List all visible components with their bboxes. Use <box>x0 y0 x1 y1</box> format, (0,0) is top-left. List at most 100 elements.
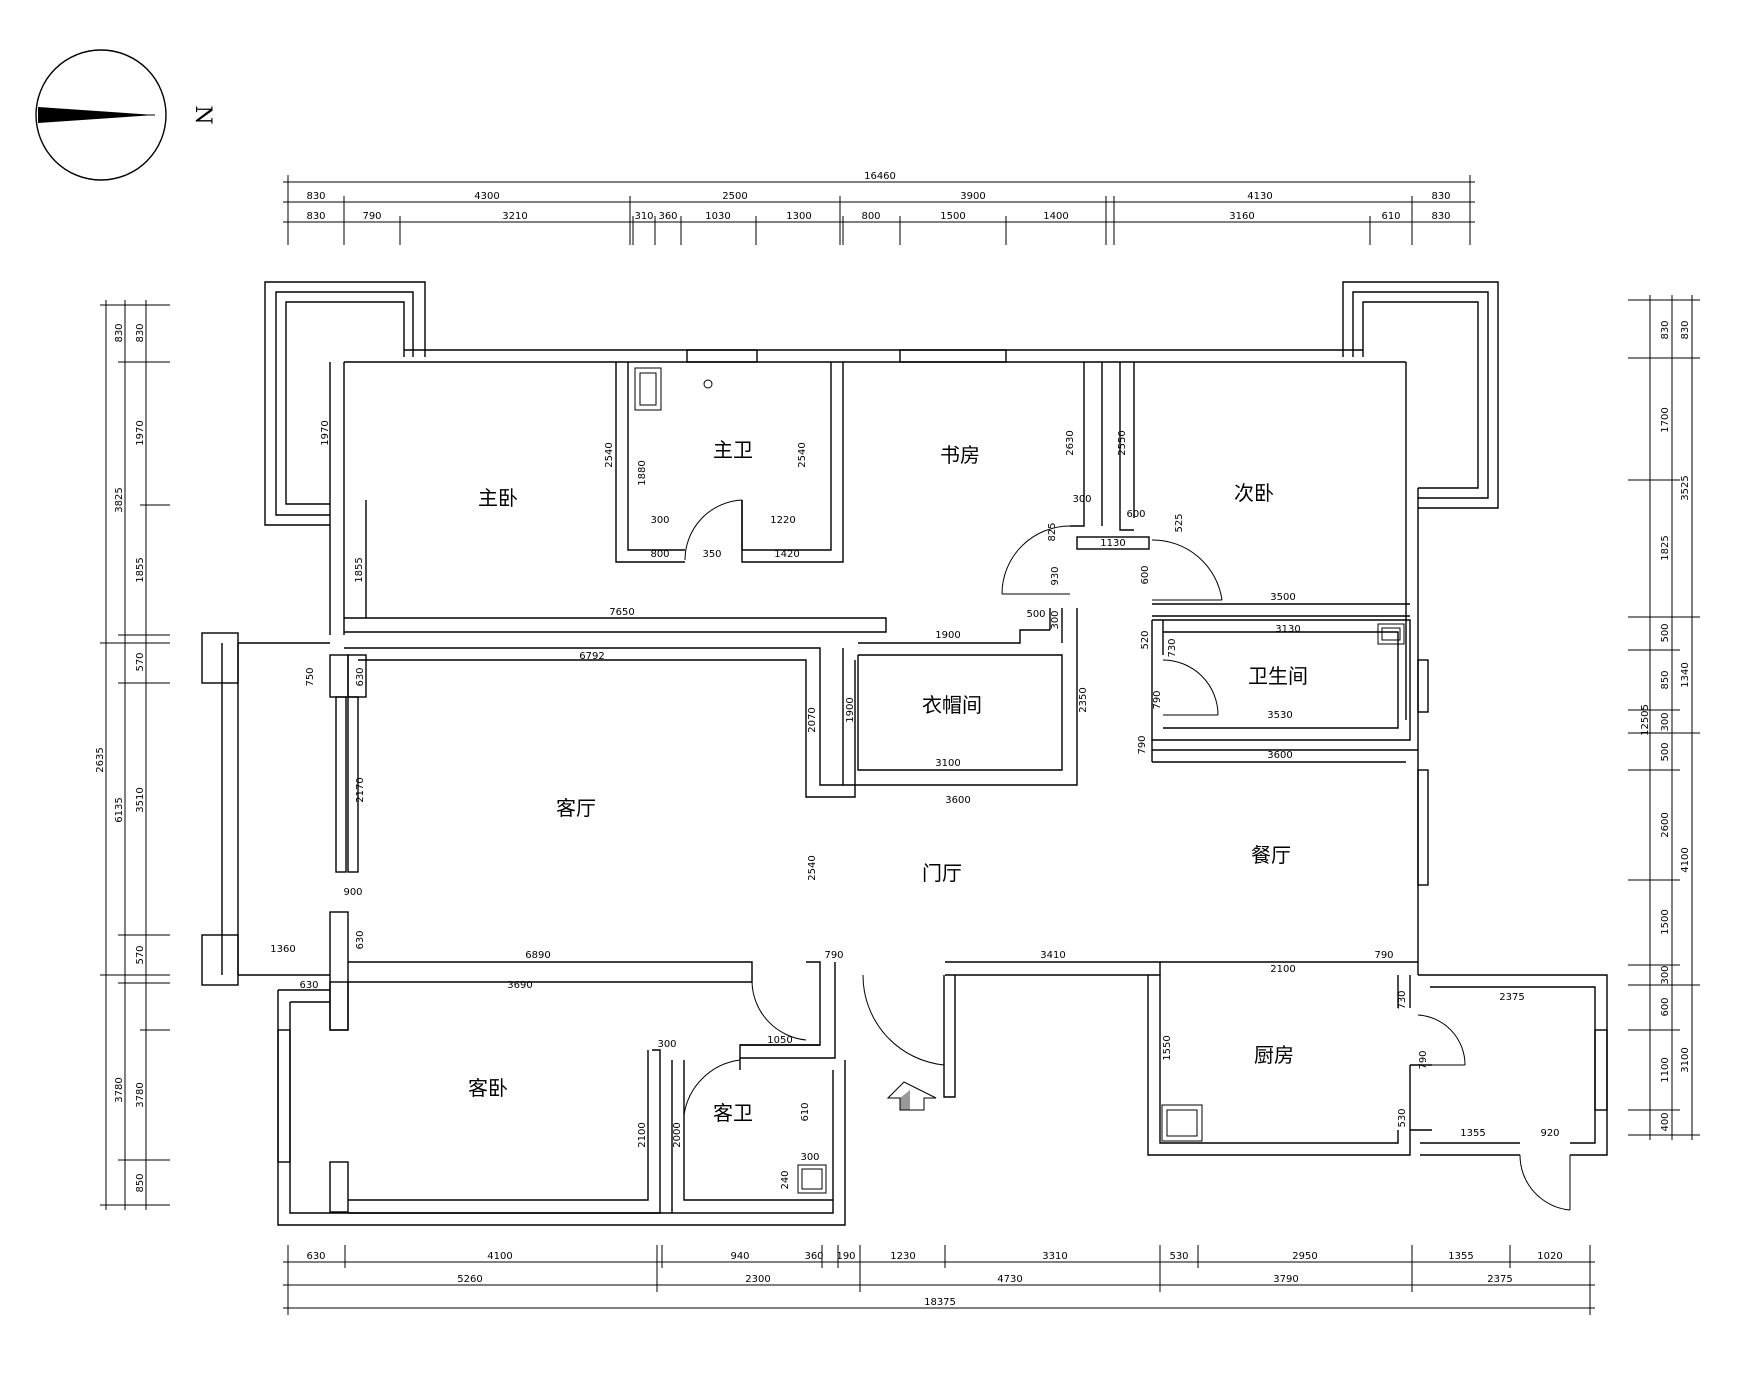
window-guest-bedroom <box>277 1029 291 1163</box>
svg-text:1500: 1500 <box>1660 909 1671 934</box>
svg-text:2540: 2540 <box>807 855 818 880</box>
svg-text:3410: 3410 <box>1040 950 1065 961</box>
svg-text:570: 570 <box>135 945 146 964</box>
svg-text:4300: 4300 <box>474 191 499 202</box>
svg-text:790: 790 <box>1137 735 1148 754</box>
svg-text:830: 830 <box>306 191 325 202</box>
svg-text:1900: 1900 <box>935 630 960 641</box>
svg-text:3780: 3780 <box>114 1077 125 1102</box>
door-study <box>1001 525 1071 595</box>
svg-text:350: 350 <box>702 549 721 560</box>
room-label-kitchen: 厨房 <box>1254 1043 1294 1067</box>
svg-text:240: 240 <box>780 1170 791 1189</box>
door-guest-bedroom <box>751 981 807 1041</box>
svg-text:5260: 5260 <box>457 1274 482 1285</box>
bay-post-bottom <box>201 934 239 986</box>
walls <box>201 281 1608 1226</box>
svg-text:2170: 2170 <box>355 777 366 802</box>
room-label-living-room: 客厅 <box>556 796 596 820</box>
svg-text:3825: 3825 <box>114 487 125 512</box>
svg-text:3210: 3210 <box>502 211 527 222</box>
svg-text:2100: 2100 <box>1270 964 1295 975</box>
svg-text:2350: 2350 <box>1078 687 1089 712</box>
svg-text:940: 940 <box>730 1251 749 1262</box>
svg-text:1360: 1360 <box>270 944 295 955</box>
room-label-foyer: 门厅 <box>922 861 962 885</box>
svg-text:630: 630 <box>306 1251 325 1262</box>
svg-text:630: 630 <box>355 667 366 686</box>
svg-text:1020: 1020 <box>1537 1251 1562 1262</box>
svg-text:1880: 1880 <box>637 460 648 485</box>
svg-text:2375: 2375 <box>1487 1274 1512 1285</box>
svg-text:830: 830 <box>114 323 125 342</box>
svg-text:2000: 2000 <box>672 1122 683 1147</box>
svg-text:2630: 2630 <box>1065 430 1076 455</box>
bottom-dimensions: 630 4100 940 360 190 1230 3310 530 2950 … <box>283 1245 1595 1315</box>
toilet-bathroom <box>1377 623 1405 645</box>
svg-text:3900: 3900 <box>960 191 985 202</box>
svg-text:360: 360 <box>658 211 677 222</box>
svg-text:2100: 2100 <box>637 1122 648 1147</box>
room-labels: 主卧 主卫 书房 次卧 衣帽间 卫生间 客厅 门厅 餐厅 客卧 客卫 厨房 <box>468 438 1308 1125</box>
svg-text:2550: 2550 <box>1117 430 1128 455</box>
room-label-study: 书房 <box>940 443 980 467</box>
svg-text:300: 300 <box>800 1152 819 1163</box>
door-second-bedroom <box>1151 539 1223 601</box>
right-dimensions: 830 1700 1825 500 850 300 500 2600 1500 … <box>1628 295 1700 1140</box>
bay-window-top-left <box>264 281 426 526</box>
svg-text:300: 300 <box>1072 494 1091 505</box>
svg-text:300: 300 <box>650 515 669 526</box>
door-entrance <box>862 974 945 1066</box>
svg-text:830: 830 <box>1660 320 1671 339</box>
svg-text:3600: 3600 <box>1267 750 1292 761</box>
svg-text:1355: 1355 <box>1448 1251 1473 1262</box>
room-label-master-bedroom: 主卧 <box>478 486 518 510</box>
interior-dimensions: 1970 1855 7650 2540 1880 2540 300 1220 8… <box>270 420 1559 1189</box>
doors <box>683 499 1571 1211</box>
toilet-guest-bath <box>797 1164 827 1194</box>
window-dining <box>1417 769 1429 886</box>
room-label-master-bath: 主卫 <box>713 438 753 462</box>
svg-text:930: 930 <box>1050 566 1061 585</box>
door-master-bath <box>684 499 743 561</box>
svg-text:1500: 1500 <box>940 211 965 222</box>
svg-text:310: 310 <box>634 211 653 222</box>
svg-text:4130: 4130 <box>1247 191 1272 202</box>
svg-text:500: 500 <box>1660 742 1671 761</box>
svg-text:1700: 1700 <box>1660 407 1671 432</box>
svg-text:520: 520 <box>1140 630 1151 649</box>
svg-text:1220: 1220 <box>770 515 795 526</box>
svg-text:360: 360 <box>804 1251 823 1262</box>
north-label: N <box>190 105 215 124</box>
svg-text:600: 600 <box>1140 565 1151 584</box>
svg-text:600: 600 <box>1660 997 1671 1016</box>
svg-text:1420: 1420 <box>774 549 799 560</box>
svg-text:790: 790 <box>1418 1050 1429 1069</box>
svg-text:2540: 2540 <box>604 442 615 467</box>
window-study <box>899 349 1007 363</box>
svg-text:1900: 1900 <box>845 697 856 722</box>
svg-text:300: 300 <box>1660 965 1671 984</box>
room-label-bathroom: 卫生间 <box>1248 664 1308 688</box>
room-label-guest-bath: 客卫 <box>713 1101 753 1125</box>
svg-text:2540: 2540 <box>797 442 808 467</box>
left-dimensions: 830 3825 6135 3780 2635 830 1970 1855 57… <box>95 300 170 1210</box>
svg-text:4100: 4100 <box>487 1251 512 1262</box>
svg-text:3100: 3100 <box>1680 1047 1691 1072</box>
svg-text:500: 500 <box>1660 623 1671 642</box>
top-overall-dim: 16460 <box>864 171 896 182</box>
window-bath <box>1417 659 1429 713</box>
svg-text:630: 630 <box>355 930 366 949</box>
room-label-second-bedroom: 次卧 <box>1234 481 1274 505</box>
window-master-bath <box>686 349 758 363</box>
bay-window-top-right <box>1342 281 1499 509</box>
svg-text:2500: 2500 <box>722 191 747 202</box>
svg-text:1030: 1030 <box>705 211 730 222</box>
svg-text:825: 825 <box>1047 522 1058 541</box>
svg-text:790: 790 <box>362 211 381 222</box>
svg-text:3525: 3525 <box>1680 475 1691 500</box>
bottom-overall-dim: 18375 <box>924 1297 956 1308</box>
svg-text:800: 800 <box>861 211 880 222</box>
svg-text:900: 900 <box>343 887 362 898</box>
